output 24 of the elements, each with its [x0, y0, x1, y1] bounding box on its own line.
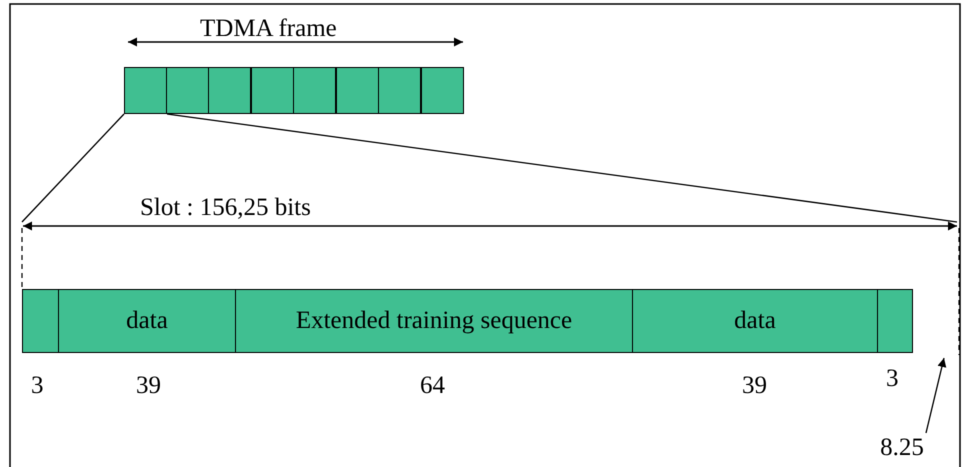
- bit-count-label: 39: [136, 373, 161, 398]
- bit-count-label: 3: [31, 373, 44, 398]
- leader-line: [925, 358, 946, 434]
- frame-slot-box: [293, 67, 336, 114]
- frame-slot-box: [336, 67, 379, 114]
- dimension-label: TDMA frame: [200, 16, 337, 41]
- guard-period-label: 8.25: [872, 433, 932, 463]
- zoom-line: [166, 113, 958, 223]
- bit-count-label: 3: [886, 366, 898, 391]
- training-sequence-field: Extended training sequence: [235, 289, 633, 353]
- frame-slot-box: [251, 67, 294, 114]
- bit-count-label: 39: [742, 373, 767, 398]
- tail-bits-box: [22, 289, 59, 353]
- tail-bits-box: [877, 289, 913, 353]
- frame-slot-box: [124, 67, 167, 114]
- data-field: data: [58, 289, 236, 353]
- frame-slot-box: [166, 67, 209, 114]
- bit-count-label: 64: [420, 373, 445, 398]
- zoom-line: [22, 114, 124, 222]
- frame-slot-box: [421, 67, 464, 114]
- frame-slot-box: [378, 67, 421, 114]
- data-field: data: [632, 289, 878, 353]
- frame-slot-box: [208, 67, 251, 114]
- dimension-label: Slot : 156,25 bits: [140, 195, 311, 220]
